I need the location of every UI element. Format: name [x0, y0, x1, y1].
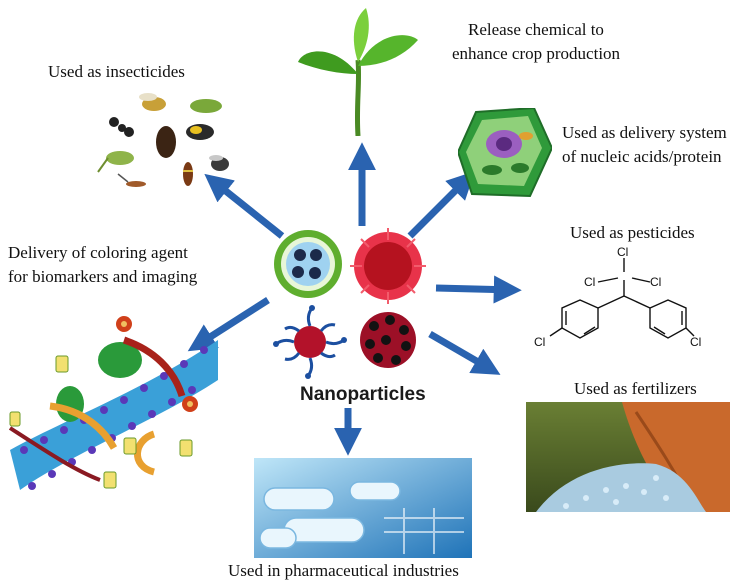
nanoparticle-cluster [273, 228, 426, 379]
arrow-pesticides [435, 275, 522, 304]
pesticide-structure-image: Cl Cl Cl Cl Cl [534, 246, 701, 349]
arrow-coloring [187, 297, 270, 352]
membrane-imaging-image [8, 316, 218, 490]
housefly-icon [209, 155, 229, 171]
label-delivery-line2: of nucleic acids/protein [562, 147, 722, 166]
label-pharma: Used in pharmaceutical industries [228, 561, 459, 580]
label-coloring-line2: for biomarkers and imaging [8, 267, 198, 286]
chlorine-atom-right: Cl [650, 275, 661, 289]
chlorine-atom-ring-right: Cl [690, 335, 701, 349]
spiky-nanoparticle [350, 228, 426, 304]
center-label: Nanoparticles [300, 384, 426, 405]
fertilizer-photo [526, 402, 730, 512]
label-delivery-line1: Used as delivery system [562, 123, 727, 142]
grasshopper-icon [190, 99, 222, 113]
label-insecticides: Used as insecticides [48, 62, 185, 81]
label-crop-line1: Release chemical to [468, 20, 604, 39]
label-fertilizers: Used as fertilizers [574, 379, 697, 398]
label-coloring-line1: Delivery of coloring agent [8, 243, 188, 262]
ant-icon [109, 117, 134, 137]
label-crop-line2: enhance crop production [452, 44, 621, 63]
micelle-nanoparticle [273, 305, 347, 379]
chlorine-atom-ring-left: Cl [534, 335, 545, 349]
mosquito-icon [117, 173, 146, 187]
arrow-insecticides [204, 173, 285, 239]
cricket-icon [97, 151, 134, 173]
arrow-fertilizers [428, 330, 501, 375]
dotted-nanoparticle [360, 312, 416, 368]
pharmaceutical-photo [254, 458, 472, 558]
arrow-delivery [407, 171, 475, 239]
fly-icon [139, 93, 166, 111]
chlorine-atom-top: Cl [617, 246, 628, 259]
insects-image [97, 93, 229, 187]
chlorine-atom-left: Cl [584, 275, 595, 289]
plant-cell-image [458, 108, 552, 198]
wasp-icon [183, 162, 193, 186]
beetle-icon [156, 126, 176, 158]
plant-sprout-image [298, 8, 418, 136]
vesicle-nanoparticle [274, 230, 342, 298]
label-pesticides: Used as pesticides [570, 223, 695, 242]
leafhopper-icon [186, 124, 214, 140]
